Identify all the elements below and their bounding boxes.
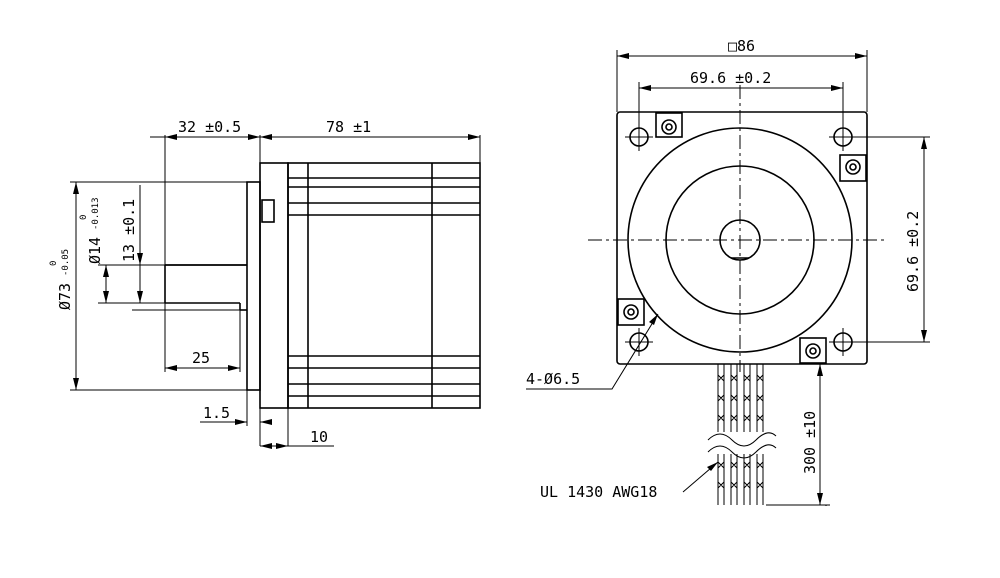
dim-arrow <box>468 134 480 140</box>
dim-shaft-diameter: Ø14 <box>86 237 104 264</box>
front-view: □86 69.6 ±0.2 69.6 ±0.2 4-Ø6.5 <box>526 37 930 506</box>
boss-tab <box>839 154 867 182</box>
boss-hole-inner <box>849 163 857 171</box>
break-wave <box>707 432 777 447</box>
dim-lead-length: 300 ±10 <box>801 411 819 474</box>
dim-key-length: 25 <box>192 349 210 367</box>
corner-boss <box>799 337 827 364</box>
dim-flange-tol-upper: 0 <box>49 261 59 266</box>
boss-hole <box>623 304 639 320</box>
dim-hole-pitch-v-group: 69.6 ±0.2 <box>904 211 922 292</box>
dim-arrow <box>235 419 247 425</box>
dim-arrow <box>137 253 143 265</box>
label-mounting-holes: 4-Ø6.5 <box>526 370 580 388</box>
dim-arrow <box>639 85 651 91</box>
leader-mounting-holes <box>526 313 659 390</box>
boss-hole-inner <box>665 123 673 131</box>
wire-cross-marks <box>717 374 764 489</box>
flange-notch <box>261 199 275 223</box>
boss-hole <box>805 343 821 359</box>
boss-hole-inner <box>627 308 635 316</box>
dim-arrow <box>260 134 272 140</box>
boss-tab <box>617 298 645 326</box>
dim-arrow <box>248 134 260 140</box>
dim-arrow <box>260 419 272 425</box>
corner-boss <box>839 154 867 182</box>
dim-flange-tol-lower: -0.05 <box>61 249 71 276</box>
label-wire-spec: UL 1430 AWG18 <box>540 483 657 501</box>
boss-hole <box>661 119 677 135</box>
dim-arrow <box>73 378 79 390</box>
dim-hole-pitch-v: 69.6 ±0.2 <box>904 211 922 292</box>
dim-flat-depth: 13 ±0.1 <box>120 199 138 262</box>
dim-boss-thickness: 1.5 <box>203 404 230 422</box>
boss-tab <box>799 337 827 364</box>
break-wave <box>707 444 777 459</box>
dim-arrow <box>817 493 823 505</box>
dim-arrow <box>260 443 272 449</box>
boss-outline <box>246 181 261 391</box>
dim-flange-diameter: Ø73 <box>56 283 74 310</box>
dim-arrow <box>649 314 658 325</box>
boss-hole-inner <box>809 347 817 355</box>
dim-arrow <box>921 330 927 342</box>
dim-arrow <box>165 365 177 371</box>
corner-boss <box>655 112 683 138</box>
dim-arrow <box>831 85 843 91</box>
corner-boss <box>617 298 645 326</box>
dim-arrow <box>103 291 109 303</box>
dim-shaft-length: 32 ±0.5 <box>178 118 241 136</box>
boss-tab <box>655 112 683 138</box>
dim-body-length: 78 ±1 <box>326 118 371 136</box>
dim-arrow <box>707 462 718 471</box>
dim-flange-diameter-group: Ø73 0 -0.05 <box>49 249 74 310</box>
side-view: 32 ±0.5 78 ±1 Ø73 0 -0.05 Ø14 0 -0.013 1… <box>49 118 481 449</box>
dim-arrow <box>73 182 79 194</box>
lead-wires <box>706 364 777 505</box>
dim-arrow <box>276 443 288 449</box>
dim-hole-pitch-h: 69.6 ±0.2 <box>690 69 771 87</box>
dim-flat-depth-group: 13 ±0.1 <box>120 199 138 262</box>
dim-lead-length-group: 300 ±10 <box>801 411 819 474</box>
dim-flange-thickness: 10 <box>310 428 328 446</box>
dim-arrow <box>165 134 177 140</box>
dim-arrow <box>137 291 143 303</box>
motor-body-outline <box>287 162 481 409</box>
dim-arrow <box>617 53 629 59</box>
break-gap <box>706 432 776 454</box>
dim-shaft-tol-lower: -0.013 <box>91 197 101 230</box>
dim-arrow <box>921 137 927 149</box>
dim-shaft-diameter-group: Ø14 0 -0.013 <box>79 197 104 264</box>
dim-arrow <box>817 364 823 376</box>
dim-arrow <box>103 265 109 277</box>
boss-hole <box>845 159 861 175</box>
frame-outline <box>616 111 868 365</box>
dim-arrow <box>855 53 867 59</box>
dim-arrow <box>228 365 240 371</box>
dim-shaft-tol-upper: 0 <box>79 215 89 220</box>
dim-frame-size: □86 <box>728 37 755 55</box>
hole-crosshairs <box>625 123 857 356</box>
